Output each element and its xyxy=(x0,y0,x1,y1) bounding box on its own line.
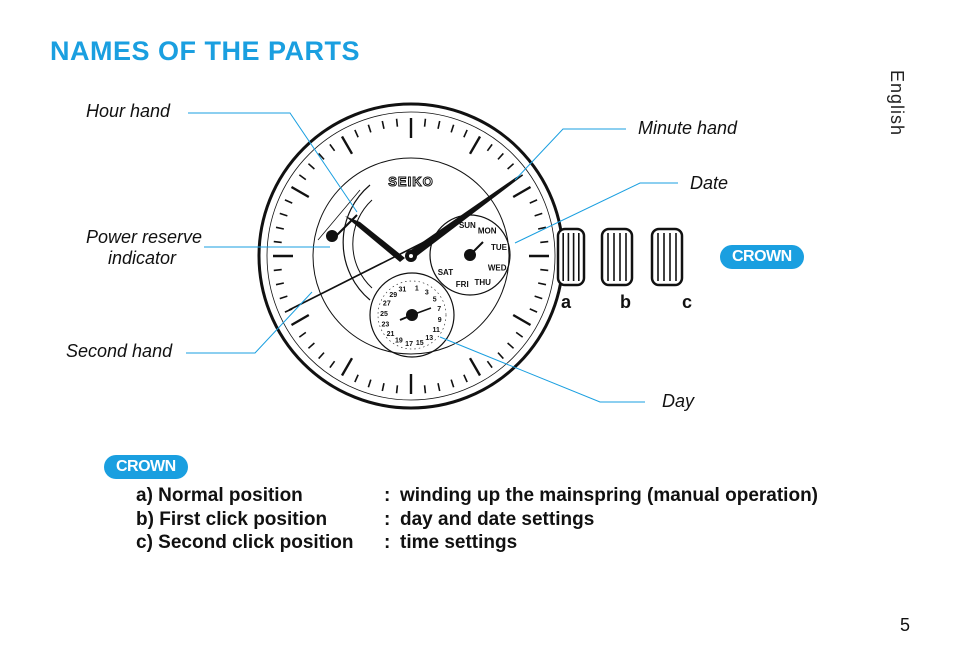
date-label: 7 xyxy=(437,306,441,313)
label-minute-hand: Minute hand xyxy=(638,118,738,138)
date-label: 17 xyxy=(405,341,413,348)
date-subdial xyxy=(369,272,455,358)
crown-positions xyxy=(556,227,684,287)
label-second-hand: Second hand xyxy=(66,341,173,361)
label-date: Date xyxy=(690,173,729,193)
crown-position-c: c xyxy=(682,292,693,312)
settings-sep: : xyxy=(384,485,391,506)
weekday-label: THU xyxy=(474,278,491,287)
crown-badge-settings: CROWN xyxy=(104,455,188,479)
weekday-label: MON xyxy=(478,226,497,235)
settings-row: a) Normal position : winding up the main… xyxy=(136,485,818,509)
label-day: Day xyxy=(662,391,695,411)
settings-key: a) Normal position xyxy=(136,485,303,506)
second-hand xyxy=(288,229,449,311)
weekday-label: FRI xyxy=(456,280,469,289)
label-power-reserve-line1: Power reserve xyxy=(85,227,202,247)
settings-key: b) First click position xyxy=(136,508,328,530)
date-label: 3 xyxy=(425,289,429,296)
settings-sep: : xyxy=(384,532,391,553)
brand-logo: SEIKO xyxy=(388,174,433,189)
label-power-reserve-line2: indicator xyxy=(107,248,176,268)
date-label: 23 xyxy=(381,322,389,329)
hour-hand xyxy=(345,216,405,262)
date-label: 21 xyxy=(387,331,395,338)
power-reserve-indicator xyxy=(317,184,373,301)
crown-settings-list: a) Normal position : winding up the main… xyxy=(136,485,818,556)
weekday-label: SAT xyxy=(438,268,454,277)
crown-position-a: a xyxy=(561,292,572,312)
weekday-label: TUE xyxy=(491,243,508,252)
watch-hands xyxy=(288,175,520,311)
label-hour-hand: Hour hand xyxy=(86,101,171,121)
settings-value: time settings xyxy=(400,532,518,553)
callout-lines xyxy=(186,112,678,403)
weekday-label: SUN xyxy=(459,221,476,230)
date-label: 25 xyxy=(380,311,388,318)
page-number: 5 xyxy=(900,615,911,635)
date-label: 13 xyxy=(425,335,433,342)
date-label: 9 xyxy=(438,317,442,324)
date-label: 29 xyxy=(389,292,397,299)
language-tab: English xyxy=(887,70,907,137)
date-label: 1 xyxy=(415,285,419,292)
crown-badge-diagram: CROWN xyxy=(720,245,804,269)
settings-value: winding up the mainspring (manual operat… xyxy=(400,485,818,506)
minute-ticks xyxy=(273,118,549,394)
crown-position-b: b xyxy=(620,292,631,312)
weekday-label: WED xyxy=(488,264,507,273)
settings-sep: : xyxy=(384,508,391,530)
settings-row: b) First click position : day and date s… xyxy=(136,509,818,533)
settings-row: c) Second click position : time settings xyxy=(136,532,818,556)
date-label: 27 xyxy=(383,301,391,308)
date-label: 31 xyxy=(399,287,407,294)
page-title: NAMES OF THE PARTS xyxy=(50,36,361,66)
minute-hand xyxy=(408,175,520,259)
date-label: 15 xyxy=(416,340,424,347)
power-reserve-pivot xyxy=(326,230,338,242)
date-label: 11 xyxy=(433,327,441,334)
settings-value: day and date settings xyxy=(400,508,595,530)
date-label: 19 xyxy=(395,338,403,345)
date-label: 5 xyxy=(433,297,437,304)
label-power-reserve: Power reserve indicator xyxy=(66,227,202,269)
settings-key: c) Second click position xyxy=(136,532,354,553)
